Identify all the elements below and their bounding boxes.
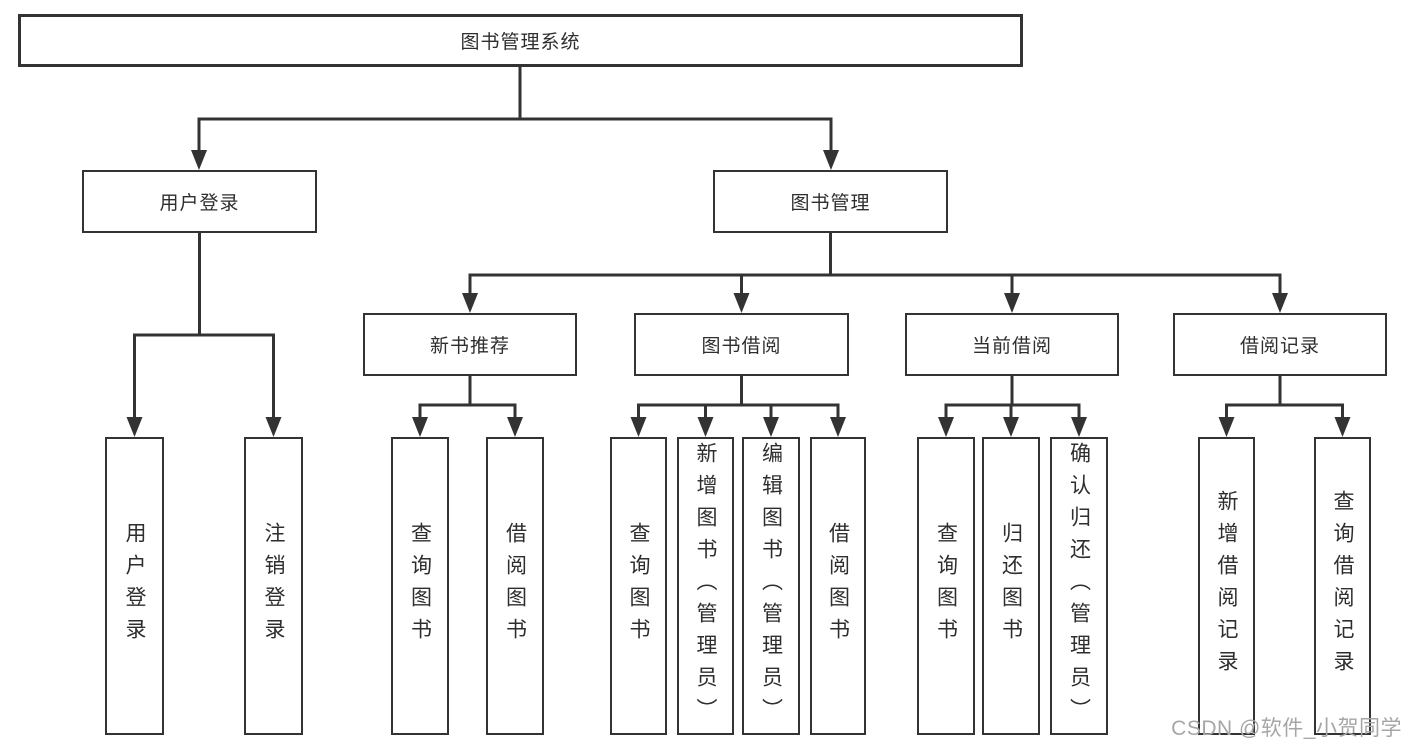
node-label: 当前借阅 <box>971 336 1052 357</box>
leaf-add-borrow-record: 新增借阅记录 <box>1198 437 1255 735</box>
node-book-borrow: 图书借阅 <box>634 313 849 376</box>
leaf-query-books-borrow: 查询图书 <box>610 437 667 735</box>
leaf-add-books-admin: 新增图书（管理员） <box>677 437 734 735</box>
csdn-watermark: CSDN @软件_小贺同学 <box>1171 717 1402 740</box>
node-current-borrow: 当前借阅 <box>905 313 1119 376</box>
node-label: 图书管理系统 <box>460 32 581 53</box>
node-library-management-system: 图书管理系统 <box>18 14 1023 67</box>
connector-userlogin-trunk <box>133 232 275 337</box>
connector-current-stems <box>944 403 1081 420</box>
leaf-borrow-books-recommend: 借阅图书 <box>486 437 544 735</box>
node-label: 确认归还（管理员） <box>1067 442 1091 730</box>
leaf-confirm-return-admin: 确认归还（管理员） <box>1050 437 1108 735</box>
leaf-query-borrow-record: 查询借阅记录 <box>1314 437 1371 735</box>
connector-current-trunk <box>944 375 1081 407</box>
node-label: 图书借阅 <box>701 336 782 357</box>
node-label: 编辑图书（管理员） <box>759 442 783 730</box>
leaf-query-books-current: 查询图书 <box>917 437 975 735</box>
node-borrow-records: 借阅记录 <box>1173 313 1387 376</box>
connector-borrow-stems <box>637 403 840 420</box>
node-label: 新增图书（管理员） <box>694 442 717 730</box>
node-label: 查询图书 <box>934 522 958 650</box>
leaf-query-books-recommend: 查询图书 <box>391 437 449 735</box>
node-label: 查询图书 <box>627 522 650 650</box>
node-new-book-recommend: 新书推荐 <box>363 313 577 376</box>
leaf-logout: 注销登录 <box>244 437 303 735</box>
leaf-borrow-books: 借阅图书 <box>810 437 866 735</box>
leaf-user-login: 用户登录 <box>105 437 164 735</box>
node-label: 新增借阅记录 <box>1215 490 1238 682</box>
node-label: 查询借阅记录 <box>1331 490 1354 682</box>
connector-records-trunk <box>1225 375 1344 407</box>
leaf-edit-books-admin: 编辑图书（管理员） <box>742 437 800 735</box>
node-label: 注销登录 <box>262 522 285 650</box>
connector-recommend-stems <box>418 403 517 420</box>
connector-borrow-trunk <box>637 375 840 407</box>
node-label: 查询图书 <box>408 522 432 650</box>
node-label: 图书管理 <box>790 193 871 214</box>
node-label: 借阅记录 <box>1239 336 1320 357</box>
connector-userlogin-stems <box>133 333 275 420</box>
node-label: 用户登录 <box>123 522 146 650</box>
connector-root-trunk <box>197 66 833 121</box>
node-user-login: 用户登录 <box>82 170 317 233</box>
node-label: 用户登录 <box>159 193 240 214</box>
connector-bookmgmt-stems <box>468 273 1282 295</box>
node-label: 新书推荐 <box>429 336 510 357</box>
connector-records-stems <box>1225 403 1344 420</box>
node-book-management: 图书管理 <box>713 170 948 233</box>
node-label: 借阅图书 <box>503 522 527 650</box>
connector-root-stems <box>197 117 833 152</box>
node-label: 借阅图书 <box>826 522 850 650</box>
node-label: 归还图书 <box>999 522 1023 650</box>
leaf-return-books: 归还图书 <box>982 437 1040 735</box>
connector-recommend-trunk <box>418 375 517 407</box>
connector-bookmgmt-trunk <box>468 232 1282 277</box>
